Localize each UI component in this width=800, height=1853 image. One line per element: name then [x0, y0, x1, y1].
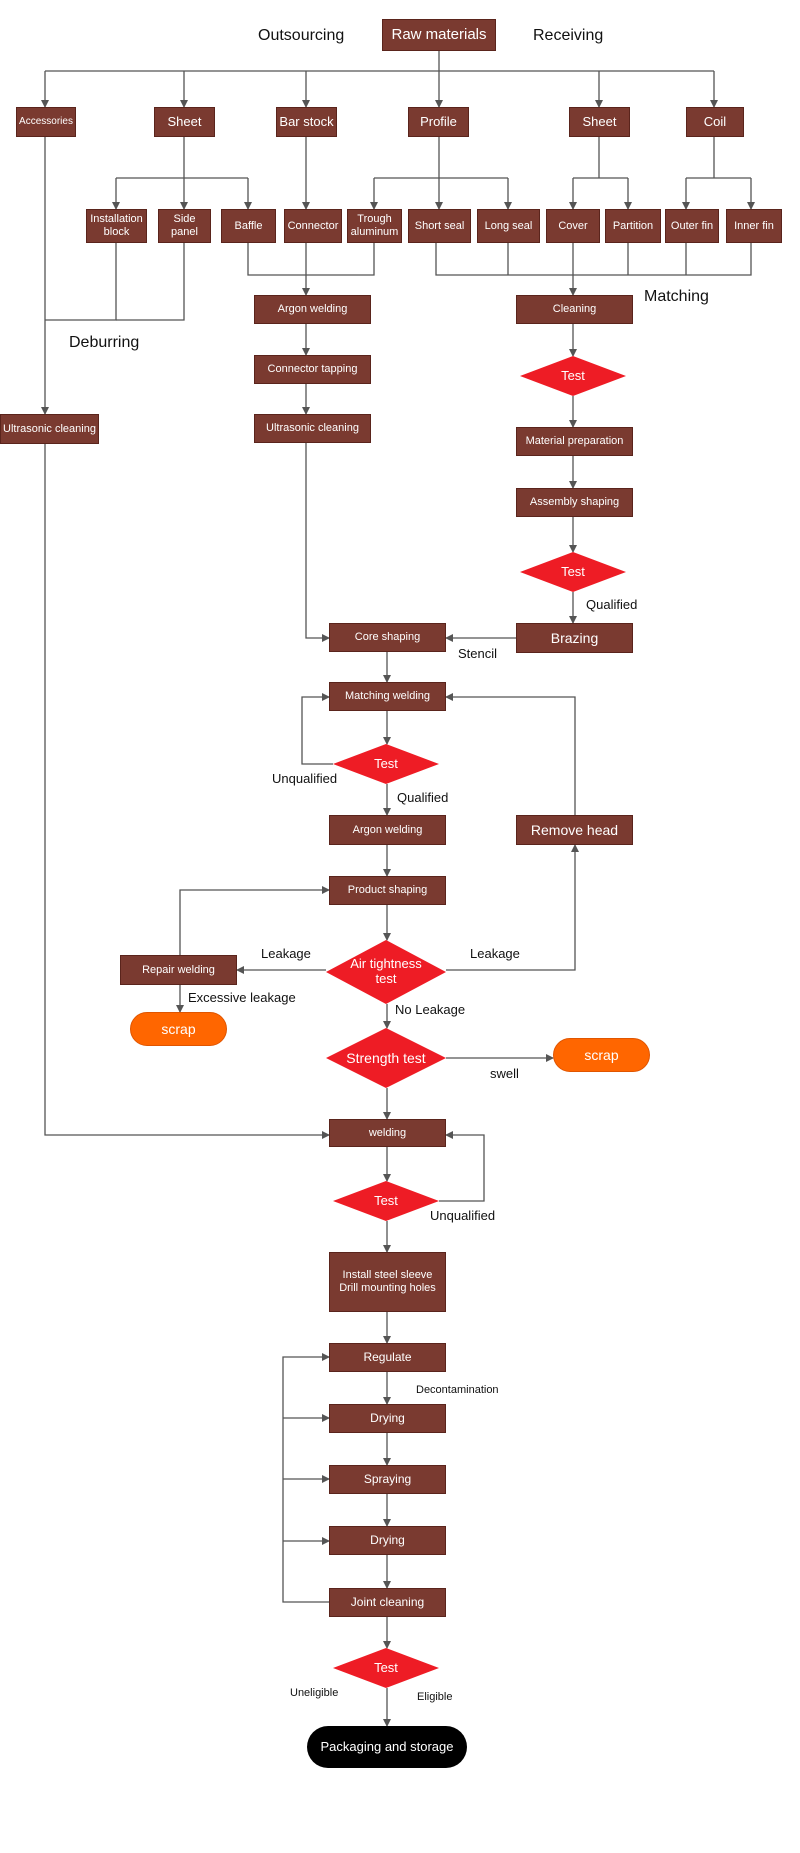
joint-cleaning-box: Joint cleaning: [329, 1588, 446, 1617]
test-label-4: Test: [374, 1192, 398, 1208]
brazing-box: Brazing: [516, 623, 633, 653]
regulate-box: Regulate: [329, 1343, 446, 1372]
test-diamond-4: Test: [333, 1181, 439, 1221]
leakage-right-label: Leakage: [470, 946, 520, 961]
connector-37: [116, 243, 185, 321]
qualified-label-core: Qualified: [397, 790, 449, 805]
accessories-box: Accessories: [16, 107, 76, 137]
sheet-a-box: Sheet: [154, 107, 215, 137]
unqualified-label-1: Unqualified: [272, 771, 338, 786]
remove-head-box: Remove head: [516, 815, 633, 845]
connector-36: [45, 243, 117, 321]
packaging-storage-terminal: Packaging and storage: [307, 1726, 467, 1768]
connector-tapping-box: Connector tapping: [254, 355, 371, 384]
argon-welding-box-core: Argon welding: [329, 815, 446, 845]
scrap-left-terminal: scrap: [130, 1012, 227, 1046]
stencil-label: Stencil: [458, 646, 498, 661]
core-shaping-box: Core shaping: [329, 623, 446, 652]
uneligible-label: Uneligible: [290, 1687, 339, 1699]
test-label-1: Test: [561, 367, 585, 383]
trough-aluminum-box: Trough aluminum: [347, 209, 402, 243]
profile-box: Profile: [408, 107, 469, 137]
diamond-shape: [520, 552, 626, 592]
connector-55: [445, 693, 576, 815]
connector-64: [439, 1131, 485, 1202]
connector-box: Connector: [284, 209, 342, 243]
receiving-label: Receiving: [533, 27, 604, 44]
unqualified-label-2: Unqualified: [430, 1208, 496, 1223]
scrap-right-terminal: scrap: [553, 1038, 650, 1072]
test-diamond-1: Test: [520, 356, 626, 396]
sheet-b-box: Sheet: [569, 107, 630, 137]
excessive-leakage-label: Excessive leakage: [188, 990, 296, 1005]
test-label-2: Test: [561, 563, 585, 579]
inner-fin-box: Inner fin: [726, 209, 782, 243]
baffle-box: Baffle: [221, 209, 276, 243]
outer-fin-box: Outer fin: [665, 209, 719, 243]
decontamination-label: Decontamination: [416, 1384, 499, 1396]
coil-box: Coil: [686, 107, 744, 137]
cleaning-box: Cleaning: [516, 295, 633, 324]
connector-28: [247, 243, 375, 276]
test-label-3: Test: [374, 755, 398, 771]
connector-30: [435, 243, 752, 276]
diamond-shape: [520, 356, 626, 396]
connector-62: [44, 444, 330, 1139]
diamond-shape: [326, 940, 446, 1004]
test-diamond-3: Test: [333, 744, 439, 784]
argon-welding-box-top: Argon welding: [254, 295, 371, 324]
connector-57: [179, 886, 330, 955]
short-seal-box: Short seal: [408, 209, 471, 243]
matching-label: Matching: [644, 288, 709, 305]
test-label-5: Test: [374, 1659, 398, 1675]
air-tightness-diamond: Air tightness test: [326, 940, 446, 1004]
middle-ultrasonic-cleaning-box: Ultrasonic cleaning: [254, 414, 371, 443]
spraying-box: Spraying: [329, 1465, 446, 1494]
drying-box-2: Drying: [329, 1526, 446, 1555]
bar-stock-box: Bar stock: [276, 107, 337, 137]
strength-test-diamond: Strength test: [326, 1028, 446, 1088]
diamond-shape: [333, 744, 439, 784]
connector-50: [301, 693, 333, 765]
leakage-left-label: Leakage: [261, 946, 311, 961]
raw-materials-box: Raw materials: [382, 19, 496, 51]
swell-label: swell: [490, 1066, 519, 1081]
assembly-shaping-box: Assembly shaping: [516, 488, 633, 517]
side-panel-box: Side panel: [158, 209, 211, 243]
diamond-shape: [333, 1648, 439, 1688]
connector-54: [446, 844, 579, 971]
qualified-label-right: Qualified: [586, 597, 638, 612]
diamond-shape: [326, 1028, 446, 1088]
air-tightness-label: Air tightness test: [350, 956, 422, 986]
matching-welding-box: Matching welding: [329, 682, 446, 711]
diamond-shape: [333, 1181, 439, 1221]
deburring-label: Deburring: [69, 334, 140, 351]
connector-41: [305, 443, 330, 642]
eligible-label: Eligible: [417, 1691, 453, 1703]
install-sleeve-box: Install steel sleeve Drill mounting hole…: [329, 1252, 446, 1312]
cover-box: Cover: [546, 209, 600, 243]
left-ultrasonic-cleaning-box: Ultrasonic cleaning: [0, 414, 99, 444]
test-diamond-5: Test: [333, 1648, 439, 1688]
product-shaping-box: Product shaping: [329, 876, 446, 905]
drying-box-1: Drying: [329, 1404, 446, 1433]
installation-block-box: Installation block: [86, 209, 147, 243]
repair-welding-box: Repair welding: [120, 955, 237, 985]
material-preparation-box: Material preparation: [516, 427, 633, 456]
no-leakage-label: No Leakage: [395, 1002, 466, 1017]
long-seal-box: Long seal: [477, 209, 540, 243]
test-diamond-2: Test: [520, 552, 626, 592]
welding-box: welding: [329, 1119, 446, 1147]
strength-test-label: Strength test: [346, 1049, 426, 1066]
partition-box: Partition: [605, 209, 661, 243]
outsourcing-label: Outsourcing: [258, 27, 345, 44]
